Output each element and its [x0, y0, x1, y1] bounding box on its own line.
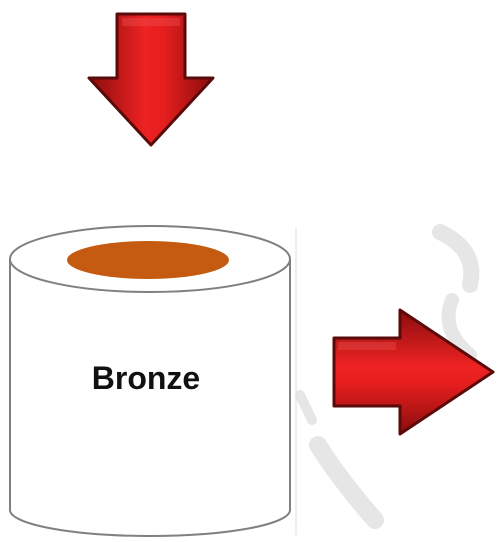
watermark-stroke-4	[300, 395, 312, 420]
watermark-stroke-3	[318, 445, 375, 520]
arrow-down-shape	[89, 14, 213, 145]
cylinder-label: Bronze	[76, 362, 216, 394]
arrow-right-shape	[334, 310, 493, 434]
arrow-right-highlight	[338, 342, 396, 350]
arrow-down	[89, 14, 213, 145]
bronze-core	[67, 241, 229, 279]
arrow-right	[334, 310, 493, 434]
cylinder-body	[10, 259, 290, 536]
watermark-stroke-1	[440, 232, 471, 285]
arrow-down-highlight	[122, 18, 180, 26]
